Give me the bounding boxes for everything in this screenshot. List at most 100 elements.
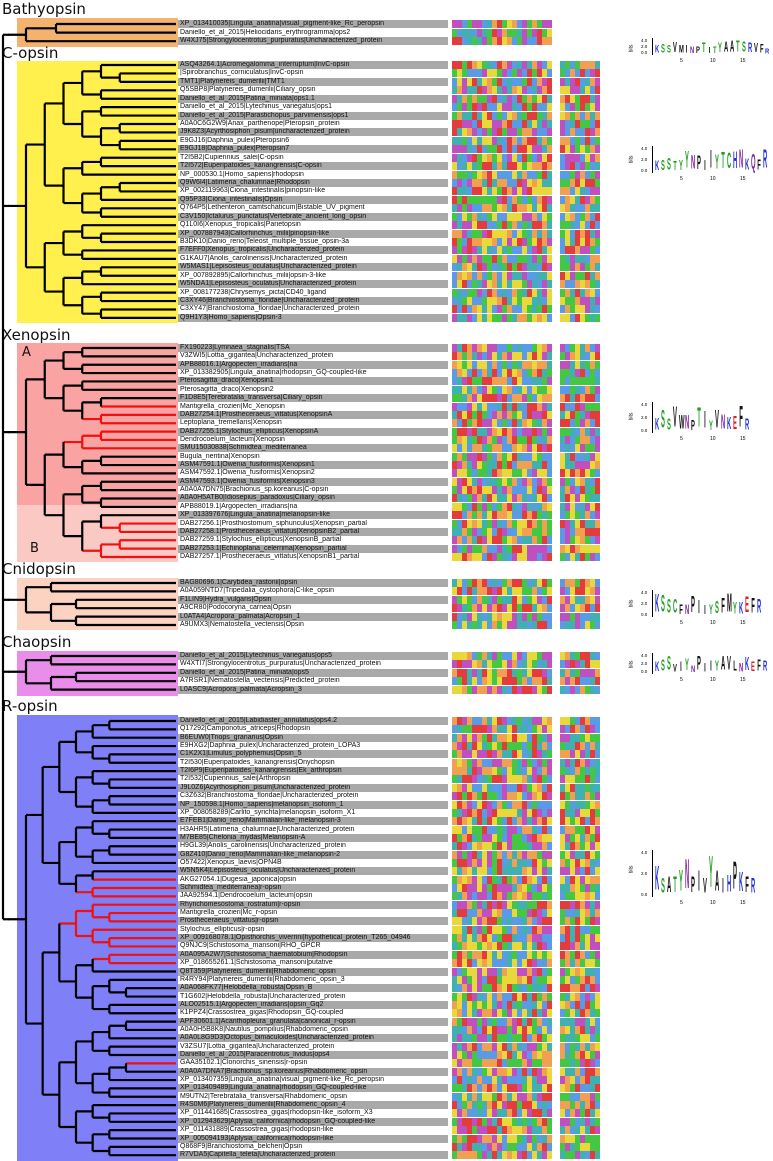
alignment-row [452,660,552,669]
logo-axis [652,402,653,433]
logo-xtick: 10 [710,176,716,182]
alignment-row-extra [560,553,600,561]
logo-letter: F [739,400,743,433]
alignment-row [452,792,552,801]
alignment-row-extra [560,444,600,453]
logo-letter: H [727,869,732,897]
alignment-row-extra [560,502,600,511]
subclade-label-b: B [30,541,39,556]
taxon-label: T2I5B2|Cupiennius_salei|C-opsin [180,153,284,161]
alignment-row-extra [560,288,600,297]
alignment-row-extra [560,461,600,470]
taxon-label: XP_012943629|Aplysia_californica|rhodops… [178,1117,448,1126]
logo-letter: F [751,593,755,617]
alignment-row-extra [560,246,600,255]
logo-letter: I [680,658,682,674]
logo-letter: S [661,873,665,897]
taxon-label: Q868F9|Branchiostoma_belcheri|Opsin [180,1142,303,1150]
alignment-row [452,875,552,884]
alignment-row [452,934,552,943]
alignment-row [452,652,552,660]
alignment-row-extra [560,527,600,536]
alignment-row-extra [560,377,600,386]
alignment-row [452,750,552,759]
taxon-label: A9UMX3|Nematostella_vectensis|Opsin [180,621,304,628]
alignment-row-extra [560,103,600,112]
logo-letter: E [745,592,749,617]
alignment-row-extra [560,86,600,95]
logo-xtick: 15 [740,677,746,683]
taxon-label: DAB27258.1|Prostheceraeus_vittatus|Xenop… [178,527,448,536]
taxon-label: Daniello_et_al_2015|Lytechinus_variegatu… [178,652,448,660]
logo-letter: V [703,873,707,897]
alignment-row [452,1117,552,1126]
logo-axis [652,146,653,173]
alignment-row-extra [560,410,600,419]
alignment-row [452,758,552,767]
alignment-row-extra [560,652,600,660]
taxon-label: JAA92594.1|Dendrocoelum_lacteum|opsin [180,892,313,900]
alignment-row [452,884,552,892]
alignment-row-extra [560,717,600,725]
taxon-label: A7RSR1|Nematostella_vectensis|Predicted_… [180,677,340,685]
taxon-label: XP_008058289|Carlito_syrichta|melanopsin… [180,808,356,816]
alignment-row-extra [560,519,600,528]
taxon-label: A0A0H5B8K8|Nautilus_pompilius|Rhabdomeri… [180,1025,348,1033]
logo-letter: Y [718,39,722,55]
alignment-row-extra [560,1076,600,1085]
alignment-row [452,20,552,28]
taxon-label: J9L0Z6|Acyrthosiphon_pisum|Uncharacteriz… [178,783,448,792]
alignment-row-extra [560,1034,600,1043]
taxon-label: XP_013407359|Lingula_anatina|visual_pigm… [180,1076,385,1084]
logo-letter: R [745,415,750,433]
taxon-label: |Spirobranchus_corniculatus|InvC-opsin [180,69,304,77]
logo-letter: N [690,44,695,55]
alignment-row [452,800,552,809]
alignment-row [452,621,552,629]
alignment-row [452,435,552,444]
logo-letter: A [667,872,672,897]
alignment-row [452,717,552,725]
logo-letter: V [673,38,677,55]
taxon-label: V3ZWI5|Lottia_gigantea|Uncharacterized_p… [180,352,334,360]
logo-letter: N [691,151,696,173]
logo-letter: V [673,401,677,433]
alignment-row-extra [560,892,600,901]
alignment-row [452,1067,552,1076]
alignment-row-extra [560,1134,600,1143]
alignment-row [452,1109,552,1118]
alignment-row [452,527,552,536]
logo-letter: I [722,873,724,897]
logo-letter: F [759,41,764,55]
taxon-label: W4XTI7|Strongylocentrotus_purpuratus|Unc… [180,660,381,668]
taxon-label: XP_007892895|Callorhinchus_milii|opsin-3… [180,271,327,279]
taxon-label: T2I572|Euperipatoides_kanangrensis|C-ops… [178,162,448,171]
logo-letter: Y [709,601,713,617]
alignment-row [452,86,552,95]
logo-letter: Y [709,417,713,433]
logo-letter: F [745,872,749,897]
taxon-label: TMT1|Platynereis_dumerilii|TMT1 [178,77,448,86]
taxon-label: A0A0A7DNA7|Brachionus_sp.koreanus|Rhabdo… [178,1067,448,1076]
alignment-row-extra [560,477,600,486]
alignment-row-extra [560,1084,600,1093]
alignment-row [452,28,552,37]
alignment-row-extra [560,187,600,196]
taxon-label: ASM47591.1|Owenia_fusiformis|Xenopsin1 [178,461,448,470]
alignment-row-extra [560,271,600,280]
logo-letter: T [735,37,740,55]
logo-xtick: 15 [740,436,746,442]
alignment-row-extra [560,833,600,842]
taxon-label: Daniello_et_al_2015|Parastichopus_parvim… [178,111,448,120]
alignment-row-extra [560,136,600,145]
logo-letter: N [721,410,726,433]
alignment-row-extra [560,800,600,809]
logo-letter: N [685,601,690,617]
alignment-row-extra [560,544,600,553]
alignment-row-extra [560,369,600,378]
logo-xtick: 5 [680,436,683,442]
taxon-label: L0ASC9|Acropora_palmata|Acropsin_3 [178,685,448,694]
alignment-row [452,280,552,289]
